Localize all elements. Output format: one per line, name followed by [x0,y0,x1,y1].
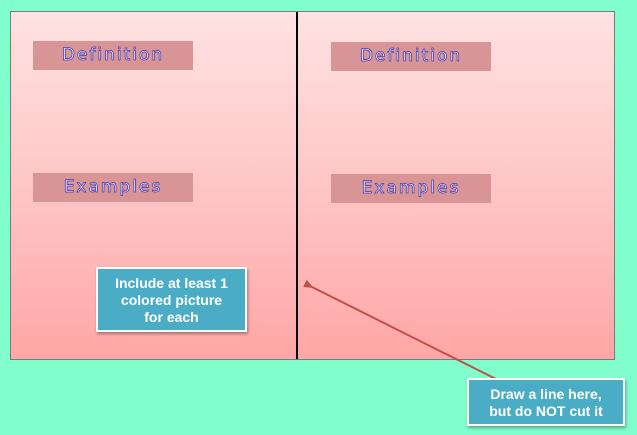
picture-instruction-note: Include at least 1 colored picture for e… [96,267,247,332]
center-fold-line [296,12,298,359]
line-instruction-note: Draw a line here, but do NOT cut it [467,378,625,426]
right-definition-label: Definition [331,42,491,71]
line-note-line-2: but do NOT cut it [489,403,603,419]
arrow-line [303,279,499,381]
picture-note-line-1: Include at least 1 [115,275,228,291]
right-examples-label: Examples [331,174,491,203]
line-note-line-1: Draw a line here, [490,386,602,402]
picture-note-line-2: colored picture [120,292,223,308]
left-examples-label: Examples [33,173,193,202]
left-definition-label: Definition [33,41,193,70]
picture-note-line-3: for each [144,309,199,325]
